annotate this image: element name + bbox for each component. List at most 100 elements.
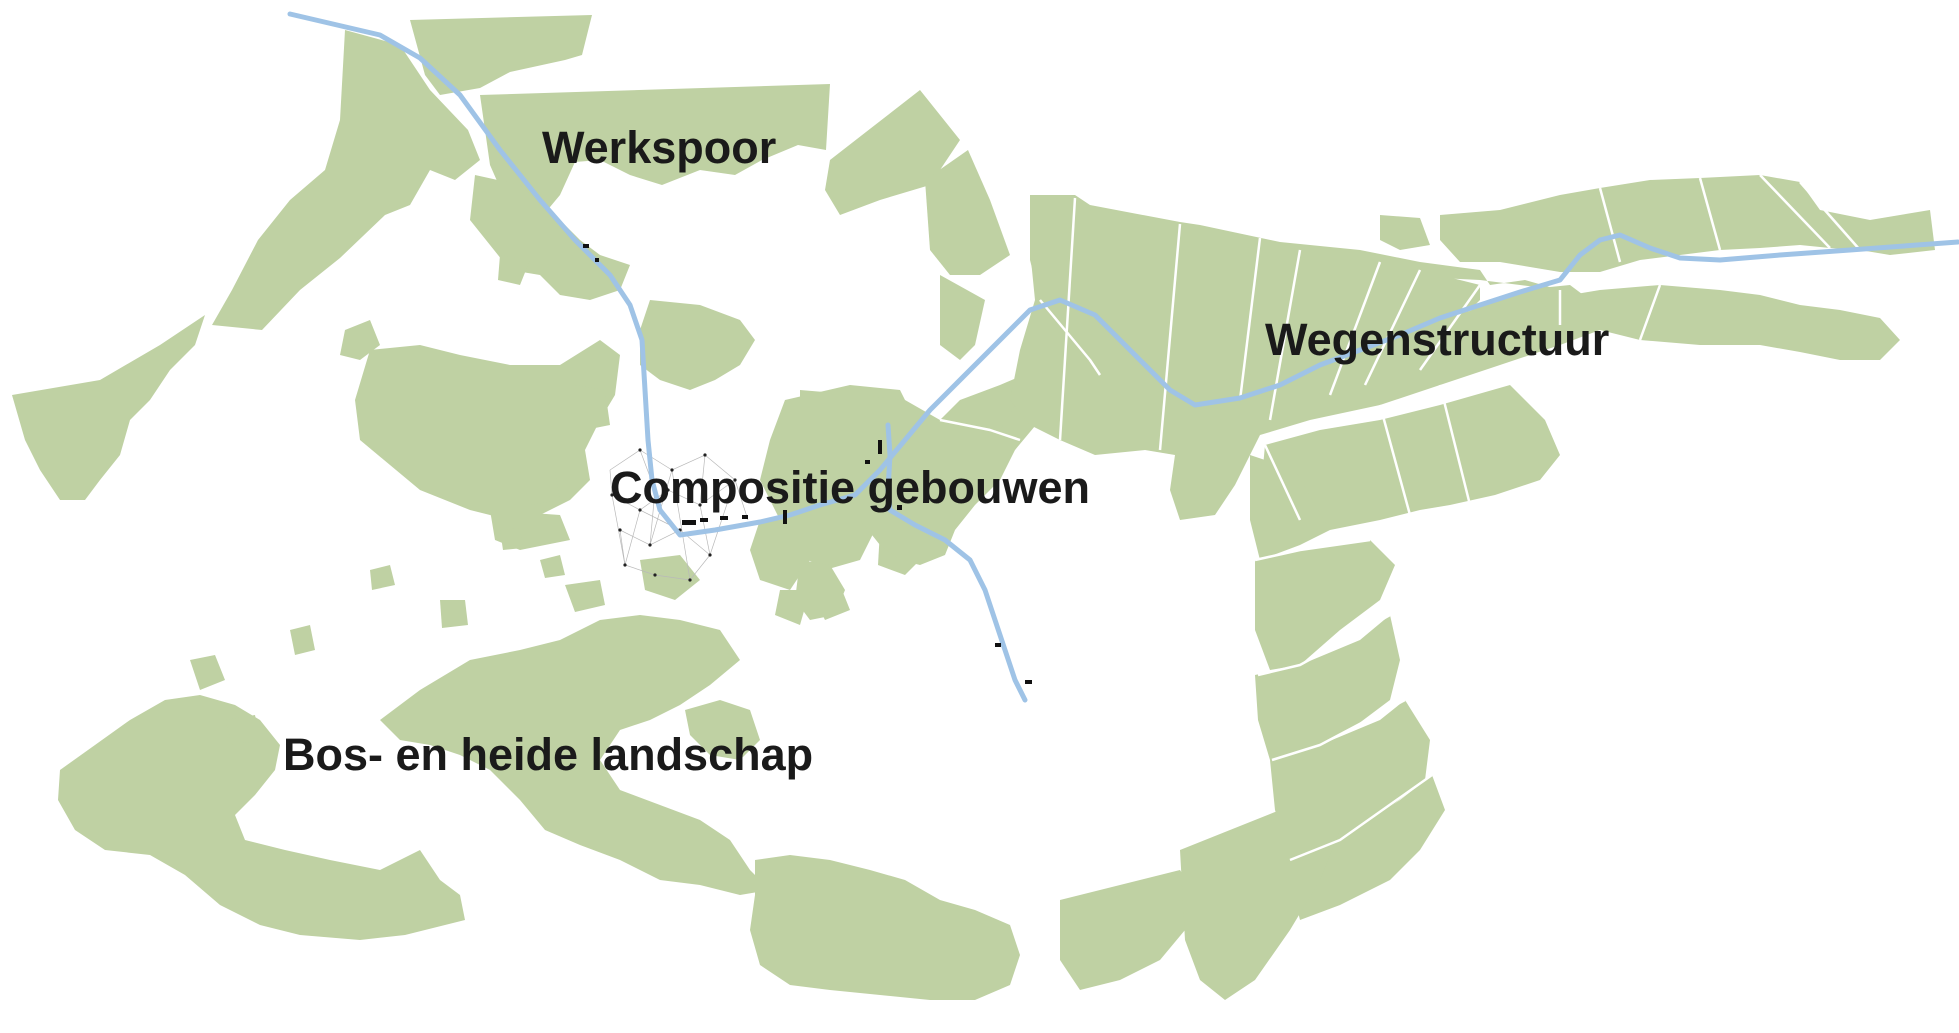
mesh-lines (609, 449, 736, 511)
building (720, 516, 728, 520)
divider (1039, 299, 1102, 376)
patch (12, 315, 205, 500)
patch (1060, 870, 1200, 990)
field-block (1440, 175, 1935, 272)
divider (1799, 181, 1861, 251)
divider (1257, 613, 1391, 677)
patch (212, 30, 480, 330)
patch (940, 275, 985, 360)
field-block (1540, 285, 1900, 360)
vegetation-wegenstructuur (1000, 175, 1935, 920)
patch (498, 255, 530, 285)
building (595, 258, 599, 262)
patch (380, 615, 770, 895)
mesh-node (708, 553, 712, 557)
divider (1328, 261, 1382, 396)
patch (800, 370, 1040, 565)
field-dividers (939, 174, 1861, 862)
patch (795, 560, 845, 620)
field-block (1250, 455, 1330, 560)
buildings (583, 244, 1032, 684)
building (783, 510, 787, 524)
mesh-node (618, 528, 622, 532)
building (682, 520, 696, 525)
patch (640, 555, 700, 600)
route-line (287, 11, 1959, 538)
mesh-node (670, 468, 674, 472)
patch (1180, 790, 1340, 1000)
divider (1638, 284, 1662, 341)
divider (1058, 197, 1077, 441)
divider (1238, 237, 1262, 401)
mesh-node (666, 488, 670, 492)
building-mesh (609, 448, 749, 582)
building (897, 505, 902, 510)
mesh-node (688, 578, 692, 582)
label-wegenstructuur: Wegenstructuur (1265, 314, 1609, 365)
patch (520, 470, 560, 505)
mesh-node (733, 478, 737, 482)
patch (750, 855, 1020, 1000)
field-block (1060, 285, 1600, 520)
patch (410, 15, 592, 95)
field-block (1285, 775, 1445, 920)
patch (370, 565, 395, 590)
patch (750, 520, 810, 590)
divider (1438, 384, 1472, 506)
patch (575, 385, 610, 430)
label-compositie-gebouwen: Compositie gebouwen (610, 462, 1090, 513)
patch (58, 695, 465, 940)
building (865, 460, 870, 464)
patch (685, 700, 760, 760)
divider (1418, 284, 1482, 371)
mesh-node (638, 508, 642, 512)
mesh-node (610, 493, 614, 497)
patch (565, 580, 605, 612)
patch (540, 555, 565, 578)
field-block (1260, 385, 1560, 530)
divider (1759, 174, 1831, 249)
patch (290, 625, 315, 655)
patch (440, 600, 468, 628)
divider (1158, 223, 1182, 451)
vegetation-werkspoor (212, 15, 1010, 390)
divider (1268, 249, 1302, 421)
divider (1254, 538, 1371, 562)
patch (925, 150, 1010, 275)
patch (775, 590, 810, 625)
patch (190, 655, 225, 690)
divider (1289, 773, 1433, 862)
label-bos-en-heide-landschap: Bos- en heide landschap (283, 729, 813, 780)
divider (1598, 187, 1622, 263)
building (700, 518, 708, 522)
vegetation-central (750, 370, 1040, 625)
mesh-node (703, 453, 707, 457)
patch (640, 300, 755, 390)
patch (355, 340, 620, 520)
divider (1263, 444, 1302, 521)
building (878, 440, 882, 454)
divider (1378, 404, 1412, 516)
building (583, 244, 589, 248)
route-spur (885, 422, 893, 493)
divider (939, 418, 1021, 442)
field-block (1010, 198, 1480, 450)
divider (1271, 698, 1406, 762)
mesh-lines (619, 529, 711, 581)
building (995, 643, 1001, 647)
patch (225, 715, 260, 745)
field-block (1255, 540, 1395, 670)
label-werkspoor: Werkspoor (542, 122, 776, 173)
building (742, 515, 748, 519)
vegetation-south (58, 565, 1340, 1000)
mesh-node (638, 448, 642, 452)
mesh-node (623, 563, 627, 567)
mesh-node (653, 573, 657, 577)
field-block (1380, 215, 1430, 250)
mesh-node (698, 503, 702, 507)
patch (500, 528, 523, 550)
divider (1698, 177, 1722, 251)
divider (1363, 269, 1422, 386)
route-branch (885, 487, 1028, 703)
